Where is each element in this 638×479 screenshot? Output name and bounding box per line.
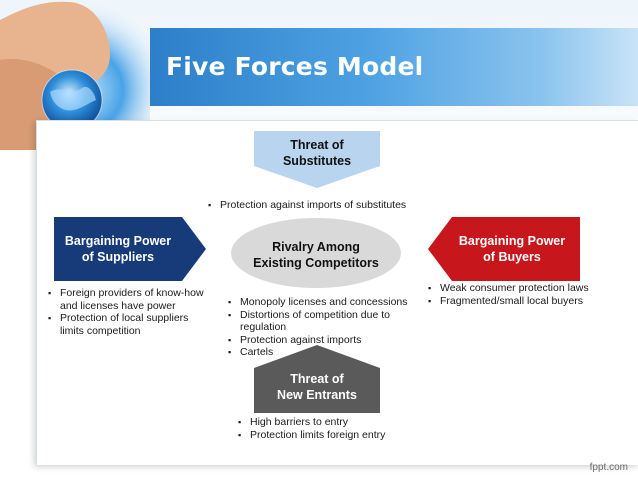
list-item: Cartels xyxy=(228,346,424,359)
list-item: Fragmented/small local buyers xyxy=(428,295,628,308)
substitutes-bullets: Protection against imports of substitute… xyxy=(208,199,428,212)
suppliers-label: Bargaining Power of Suppliers xyxy=(52,233,184,265)
new-entrants-label: Threat of New Entrants xyxy=(254,371,380,403)
list-item: Protection limits foreign entry xyxy=(238,429,438,442)
list-item: Monopoly licenses and concessions xyxy=(228,296,424,309)
substitutes-shape xyxy=(254,131,380,188)
list-item: Foreign providers of know-how and licens… xyxy=(48,287,206,312)
rivalry-label-line2: Existing Competitors xyxy=(253,256,379,270)
substitutes-label-line2: Substitutes xyxy=(282,154,352,168)
suppliers-label-line2: of Suppliers xyxy=(81,250,155,264)
list-item: Protection against imports xyxy=(228,334,424,347)
new-entrants-bullets: High barriers to entry Protection limits… xyxy=(238,416,438,441)
substitutes-label-line1: Threat of xyxy=(290,138,344,152)
footer-logo: fppt.com xyxy=(589,462,628,473)
list-item: High barriers to entry xyxy=(238,416,438,429)
buyers-label-line1: Bargaining Power xyxy=(458,234,566,248)
buyers-label: Bargaining Power of Buyers xyxy=(444,233,580,265)
globe-hand-image xyxy=(0,0,150,150)
suppliers-shape xyxy=(54,217,206,281)
list-item: Distortions of competition due to regula… xyxy=(228,309,424,334)
new-entrants-label-line2: New Entrants xyxy=(277,388,357,402)
slide-title: Five Forces Model xyxy=(166,52,424,81)
title-bar xyxy=(150,28,638,106)
substitutes-label: Threat of Substitutes xyxy=(254,137,380,169)
list-item: Weak consumer protection laws xyxy=(428,282,628,295)
buyers-bullets: Weak consumer protection laws Fragmented… xyxy=(428,282,628,307)
new-entrants-label-line1: Threat of xyxy=(290,372,344,386)
buyers-shape xyxy=(428,217,580,281)
new-entrants-shape xyxy=(254,345,380,413)
rivalry-label: Rivalry Among Existing Competitors xyxy=(236,239,396,271)
suppliers-bullets: Foreign providers of know-how and licens… xyxy=(48,287,206,337)
rivalry-label-line1: Rivalry Among xyxy=(272,240,360,254)
list-item: Protection of local suppliers limits com… xyxy=(48,312,206,337)
rivalry-shape xyxy=(231,218,401,288)
buyers-label-line2: of Buyers xyxy=(483,250,541,264)
list-item: Protection against imports of substitute… xyxy=(208,199,428,212)
suppliers-label-line1: Bargaining Power xyxy=(64,234,172,248)
rivalry-bullets: Monopoly licenses and concessions Distor… xyxy=(228,296,424,359)
